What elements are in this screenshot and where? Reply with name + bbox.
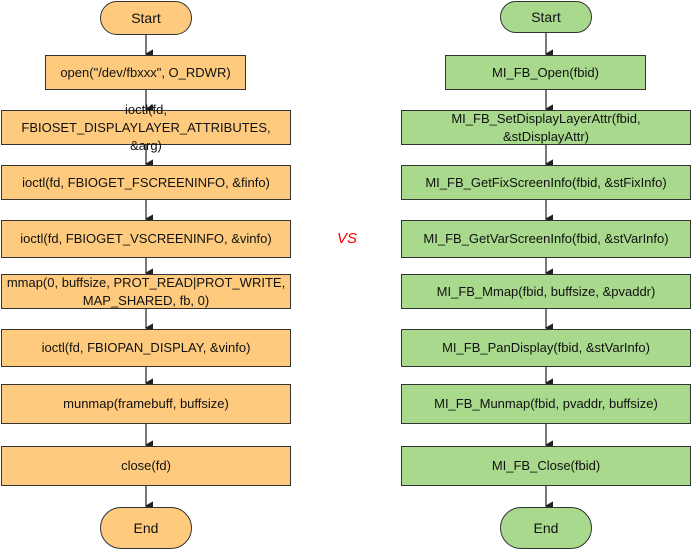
left-step-open: open("/dev/fbxxx", O_RDWR) bbox=[45, 55, 246, 90]
right-step-mmap: MI_FB_Mmap(fbid, buffsize, &pvaddr) bbox=[401, 274, 691, 309]
left-step-pan-display: ioctl(fd, FBIOPAN_DISPLAY, &vinfo) bbox=[1, 329, 291, 367]
right-step-close: MI_FB_Close(fbid) bbox=[401, 446, 691, 486]
left-step-get-vscreeninfo: ioctl(fd, FBIOGET_VSCREENINFO, &vinfo) bbox=[1, 220, 291, 258]
right-step-open: MI_FB_Open(fbid) bbox=[445, 55, 646, 90]
right-step-get-fix-screeninfo: MI_FB_GetFixScreenInfo(fbid, &stFixInfo) bbox=[401, 165, 691, 200]
left-start-terminal: Start bbox=[100, 1, 192, 35]
right-step-munmap: MI_FB_Munmap(fbid, pvaddr, buffsize) bbox=[401, 384, 691, 424]
right-end-terminal: End bbox=[500, 507, 592, 549]
right-step-set-displaylayer-attr: MI_FB_SetDisplayLayerAttr(fbid, &stDispl… bbox=[401, 110, 691, 145]
left-end-terminal: End bbox=[100, 507, 192, 549]
left-step-set-displaylayer: ioctl(fd, FBIOSET_DISPLAYLAYER_ATTRIBUTE… bbox=[1, 102, 291, 153]
left-step-munmap: munmap(framebuff, buffsize) bbox=[1, 384, 291, 424]
right-step-get-var-screeninfo: MI_FB_GetVarScreenInfo(fbid, &stVarInfo) bbox=[401, 220, 691, 258]
right-start-terminal: Start bbox=[500, 1, 592, 33]
left-step-close: close(fd) bbox=[1, 446, 291, 486]
left-step-get-fscreeninfo: ioctl(fd, FBIOGET_FSCREENINFO, &finfo) bbox=[1, 165, 291, 200]
vs-separator-label: VS bbox=[337, 230, 358, 247]
right-step-pan-display: MI_FB_PanDisplay(fbid, &stVarInfo) bbox=[401, 329, 691, 367]
left-step-mmap: mmap(0, buffsize, PROT_READ|PROT_WRITE, … bbox=[1, 274, 291, 309]
